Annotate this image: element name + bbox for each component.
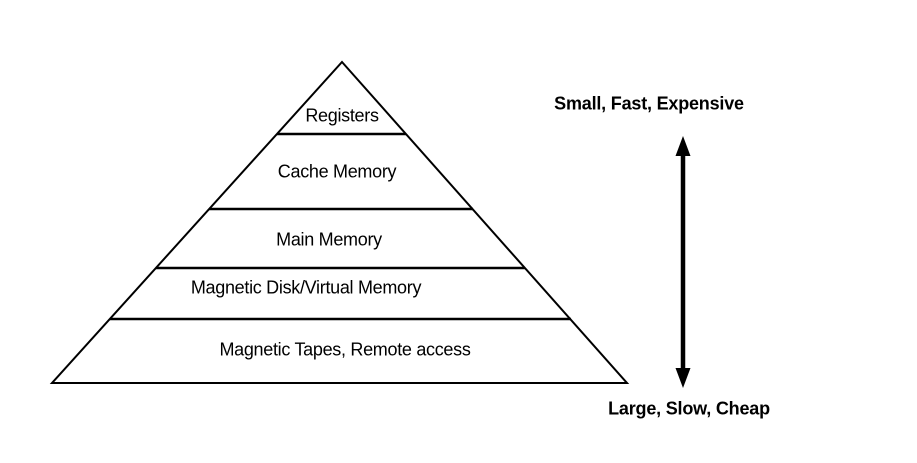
pyramid-level-main-memory: Main Memory	[276, 229, 382, 250]
pyramid-outline	[49, 60, 630, 384]
pyramid-level-magnetic-tapes: Magnetic Tapes, Remote access	[219, 339, 471, 360]
arrow-head-up-icon	[675, 136, 691, 156]
arrow-head-down-icon	[675, 368, 691, 388]
pyramid-level-registers: Registers	[305, 105, 379, 126]
double-arrow	[675, 136, 691, 388]
pyramid-level-cache-memory: Cache Memory	[277, 161, 397, 182]
annotation-small-fast-expensive: Small, Fast, Expensive	[554, 93, 744, 114]
pyramid-level-magnetic-disk: Magnetic Disk/Virtual Memory	[190, 277, 422, 298]
annotation-large-slow-cheap: Large, Slow, Cheap	[608, 398, 770, 419]
